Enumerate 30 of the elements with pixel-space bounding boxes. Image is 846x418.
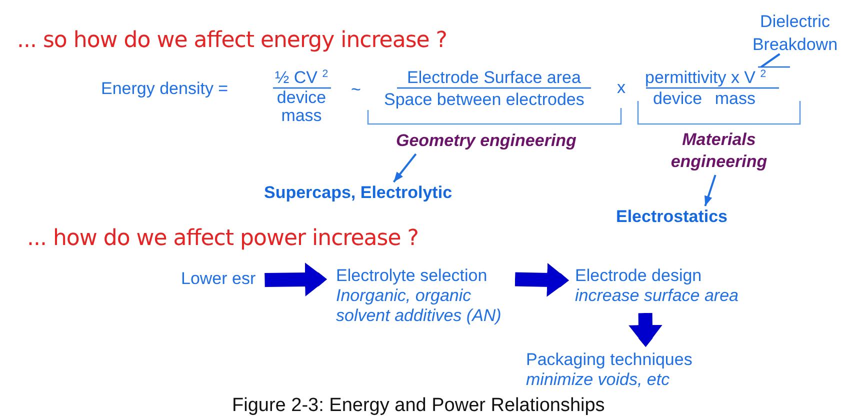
block-arrow [514, 262, 569, 297]
section-heading: ... how do we affect power increase ? [27, 226, 418, 252]
formula-term: ½ CV $^{2}$ [274, 68, 330, 88]
step-title: Electrode design [575, 266, 703, 286]
section-heading: ... so how do we affect energy increase ? [17, 28, 447, 54]
formula-term: device mass [653, 89, 756, 109]
leader-line [760, 53, 780, 68]
category-label: Materials engineering [658, 129, 780, 173]
arrow [704, 174, 716, 206]
math-operator: x [617, 78, 626, 98]
step-title: Electrolyte selection [336, 266, 488, 286]
formula-term: Electrode Surface area [406, 68, 582, 88]
block-arrow [628, 312, 662, 347]
step-detail: increase surface area [575, 286, 740, 306]
block-arrow [264, 262, 327, 296]
math-operator: ~ [351, 80, 361, 100]
formula-term: device mass [276, 89, 328, 125]
figure-caption: Figure 2-3: Energy and Power Relationships [232, 395, 605, 416]
result-label: Electrostatics [616, 207, 728, 227]
step-detail: minimize voids, etc [526, 370, 671, 390]
step-title: Packaging techniques [526, 350, 694, 370]
step-label: Lower esr [181, 269, 256, 289]
formula-term: permittivity x V $^{2}$ [645, 68, 766, 88]
arrow [392, 153, 417, 183]
formula-term: Space between electrodes [384, 90, 584, 110]
formula-label: Energy density = [101, 79, 228, 99]
step-detail: Inorganic, organic solvent additives (AN) [336, 286, 502, 326]
result-label: Supercaps, Electrolytic [264, 183, 452, 203]
category-label: Geometry engineering [396, 131, 576, 151]
annotation-text: Dielectric Breakdown [744, 10, 846, 56]
